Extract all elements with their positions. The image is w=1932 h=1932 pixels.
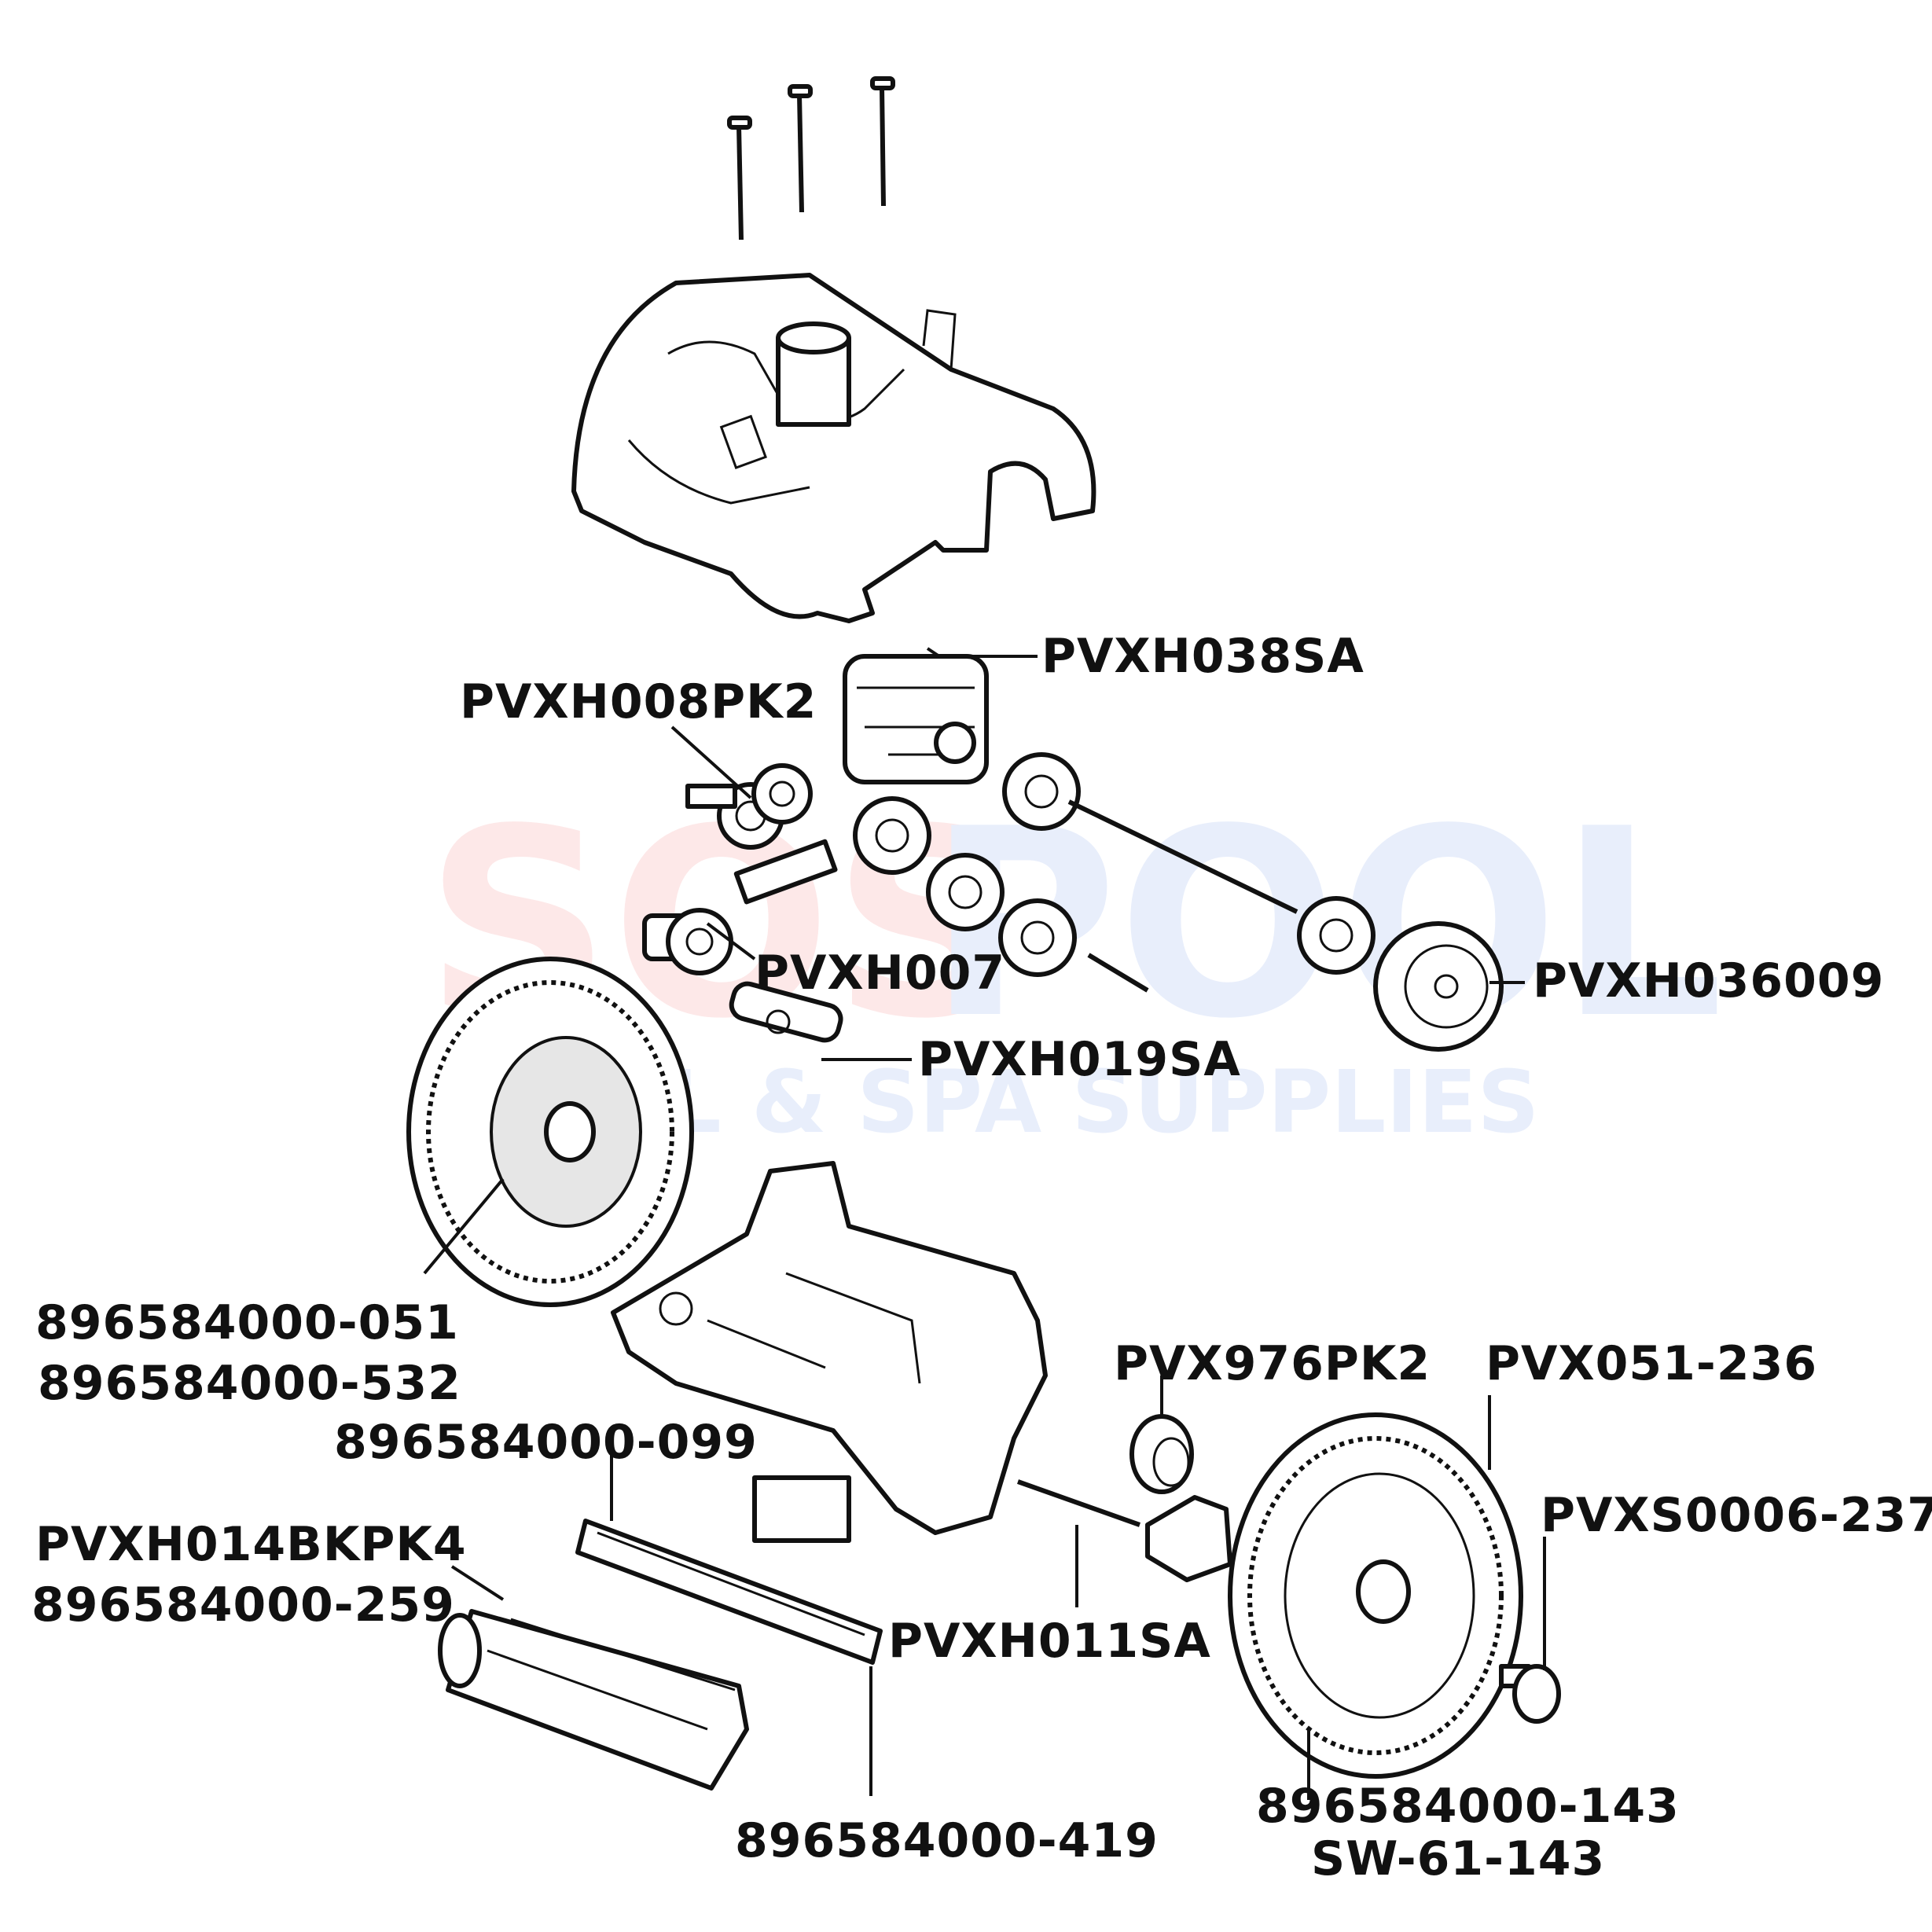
label-896584000-143: 896584000-143 (1256, 1779, 1680, 1834)
idler-gears (685, 763, 813, 850)
steering-axle (1016, 1479, 1232, 1582)
label-pvx051-236: PVX051-236 (1486, 1336, 1817, 1391)
label-896584000-051: 896584000-051 (35, 1295, 459, 1350)
drive-gear-train (733, 752, 1376, 993)
label-pvx976pk2: PVX976PK2 (1114, 1336, 1431, 1391)
pinion-gear (642, 908, 733, 975)
label-pvxh007: PVXH007 (755, 946, 1005, 1001)
impeller-assembly (843, 654, 989, 784)
right-wheel (1228, 1412, 1523, 1779)
rear-roller (438, 1609, 749, 1791)
left-wheel (406, 957, 694, 1307)
top-housing (571, 273, 1096, 623)
drive-shaft-bushing (729, 981, 843, 1043)
label-896584000-099: 896584000-099 (334, 1415, 758, 1470)
leader-lines (423, 647, 1546, 1800)
label-pvxh011sa: PVXH011SA (888, 1614, 1211, 1669)
hub-screw (1499, 1664, 1561, 1724)
chassis-body (611, 1161, 1048, 1543)
label-896584000-259: 896584000-259 (31, 1578, 455, 1633)
label-pvxh038sa: PVXH038SA (1041, 629, 1365, 684)
label-pvxs0006-237: PVXS0006-237 (1541, 1488, 1932, 1543)
hub-cap-gear (1373, 921, 1504, 1052)
label-pvxh014bkpk4: PVXH014BKPK4 (35, 1517, 467, 1572)
label-pvxh008pk2: PVXH008PK2 (460, 674, 817, 729)
front-scrubber (575, 1519, 883, 1665)
label-sw-61-143: SW-61-143 (1311, 1831, 1605, 1886)
label-pvxh019sa: PVXH019SA (918, 1032, 1241, 1087)
label-pvxh036009: PVXH036009 (1533, 953, 1884, 1008)
part-labels: PVXH038SA PVXH008PK2 PVXH007 PVXH036009 … (31, 629, 1932, 1886)
axle-bushing (1129, 1414, 1194, 1494)
top-screws (727, 76, 895, 241)
label-896584000-532: 896584000-532 (38, 1356, 461, 1411)
label-896584000-419: 896584000-419 (735, 1813, 1159, 1868)
